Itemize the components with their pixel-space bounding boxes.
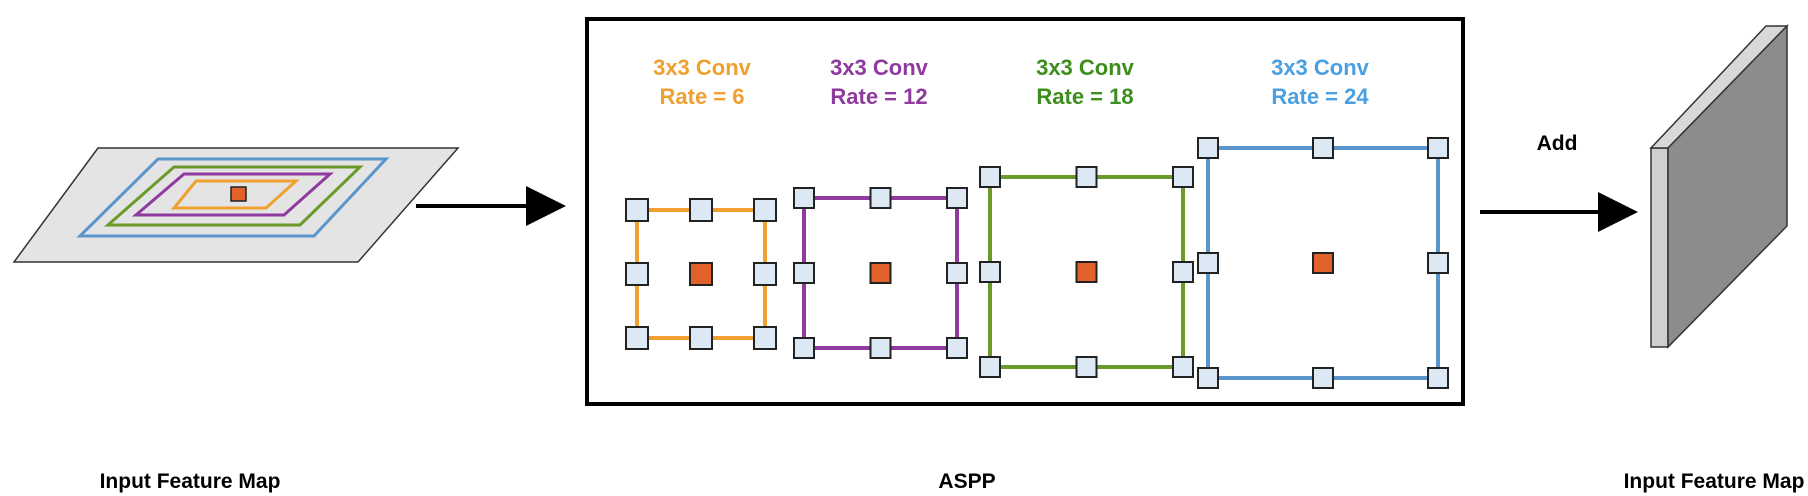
input-feature-map-label: Input Feature Map [100,470,281,493]
kernel-sample-cell-rate-6 [753,198,777,222]
output-side-face [1650,147,1669,348]
kernel-sample-cell-rate-6 [753,326,777,350]
branch-title-line1: 3x3 Conv [1036,55,1135,80]
input-rect-blue [76,157,390,238]
kernel-sample-cell-rate-18 [979,356,1001,378]
branch-title-line1: 3x3 Conv [830,55,929,80]
output-front-face [1667,24,1788,349]
kernel-sample-cell-rate-6 [625,262,649,286]
kernel-sample-cell-rate-18 [1075,166,1098,188]
kernel-sample-cell-rate-12 [793,337,815,359]
branch-title-rate-12: 3x3 Conv Rate = 12 [830,55,929,109]
kernel-sample-cell-rate-12 [869,187,892,209]
kernel-sample-cell-rate-18 [1172,356,1194,378]
add-label: Add [1537,132,1578,155]
input-plane [12,147,460,263]
kernel-center-cell-rate-6 [689,262,713,286]
kernel-sample-cell-rate-12 [869,337,892,359]
kernel-sample-cell-rate-12 [946,262,968,284]
kernel-sample-cell-rate-12 [793,262,815,284]
kernel-sample-cell-rate-24 [1427,367,1449,389]
kernel-sample-cell-rate-24 [1197,367,1219,389]
kernel-sample-cell-rate-12 [946,187,968,209]
branch-title-line1: 3x3 Conv [653,55,752,80]
branch-title-rate-18: 3x3 Conv Rate = 18 [1036,55,1135,109]
kernel-sample-cell-rate-24 [1312,367,1334,389]
kernel-sample-cell-rate-12 [793,187,815,209]
branch-title-line2: Rate = 6 [660,84,745,109]
branch-title-line2: Rate = 12 [830,84,927,109]
kernel-sample-cell-rate-24 [1427,252,1449,274]
kernel-center-cell-rate-18 [1075,261,1098,283]
kernel-sample-cell-rate-18 [1172,166,1194,188]
kernel-sample-cell-rate-6 [689,198,713,222]
kernel-sample-cell-rate-24 [1427,137,1449,159]
kernel-sample-cell-rate-6 [625,198,649,222]
input-rect-orange [170,179,300,210]
branch-title-line2: Rate = 18 [1036,84,1133,109]
kernel-sample-cell-rate-24 [1197,137,1219,159]
input-center-cell [230,186,247,202]
atrous-kernels [625,137,1449,389]
output-feature-map-label: Input Feature Map [1624,470,1805,493]
input-rect-green [104,165,364,227]
input-rect-purple [131,172,334,217]
kernel-sample-cell-rate-18 [1075,356,1098,378]
kernel-sample-cell-rate-6 [625,326,649,350]
aspp-label: ASPP [938,470,995,493]
kernel-sample-cell-rate-6 [689,326,713,350]
branch-title-rate-6: 3x3 Conv Rate = 6 [653,55,752,109]
kernel-sample-cell-rate-18 [1172,261,1194,283]
kernel-sample-cell-rate-18 [979,261,1001,283]
kernel-sample-cell-rate-18 [979,166,1001,188]
kernel-sample-cell-rate-6 [753,262,777,286]
kernel-center-cell-rate-24 [1312,252,1334,274]
kernel-sample-cell-rate-12 [946,337,968,359]
branch-title-rate-24: 3x3 Conv Rate = 24 [1271,55,1370,109]
branch-title-line1: 3x3 Conv [1271,55,1370,80]
output-feature-map [1649,24,1789,349]
kernel-sample-cell-rate-24 [1312,137,1334,159]
kernel-sample-cell-rate-24 [1197,252,1219,274]
input-feature-map [12,147,460,263]
branch-title-line2: Rate = 24 [1271,84,1369,109]
kernel-center-cell-rate-12 [869,262,892,284]
